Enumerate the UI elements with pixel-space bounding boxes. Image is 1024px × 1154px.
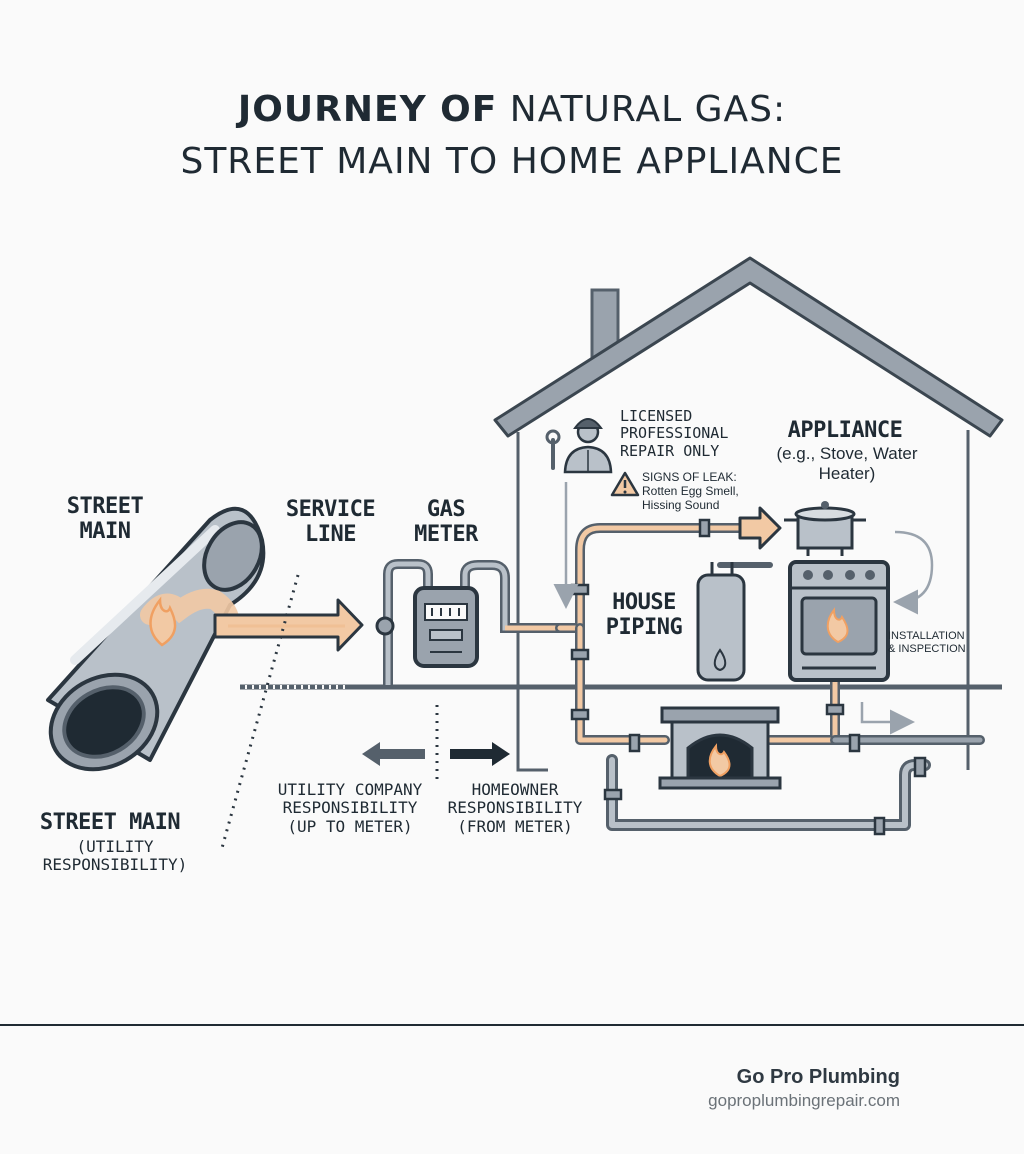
- leak-heading-label: SIGNS OF LEAK:: [642, 470, 737, 484]
- title-rest: NATURAL GAS:: [497, 89, 787, 130]
- service-line-label: SERVICE LINE: [285, 497, 376, 548]
- footer: Go Pro Plumbing goproplumbingrepair.com: [708, 1066, 900, 1111]
- street-main-note-label: (UTILITY RESPONSIBILITY): [42, 837, 188, 875]
- utility-responsibility-label: UTILITY COMPANY RESPONSIBILITY (UP TO ME…: [277, 780, 423, 836]
- water-heater-icon: [696, 562, 746, 682]
- title-line-2: STREET MAIN TO HOME APPLIANCE: [180, 141, 844, 182]
- gas-journey-diagram: [46, 256, 1004, 849]
- wrench-icon: [545, 429, 561, 470]
- street-main-pipe: [46, 506, 345, 772]
- warning-icon: [610, 471, 640, 497]
- licensed-repair-label: LICENSED PROFESSIONAL REPAIR ONLY: [620, 407, 729, 460]
- appliance-label: APPLIANCE: [787, 418, 903, 443]
- footer-divider: [0, 1024, 1024, 1026]
- street-main-bottom-label: STREET MAIN: [39, 810, 181, 835]
- house-piping-label: HOUSE PIPING: [605, 590, 683, 641]
- install-arrow: [893, 530, 934, 615]
- flame-icon: [149, 596, 177, 647]
- technician-icon: [563, 418, 613, 474]
- appliance-examples-label: (e.g., Stove, Water Heater): [776, 444, 918, 483]
- fireplace-icon: [658, 706, 782, 790]
- page-title: JOURNEY OF NATURAL GAS: STREET MAIN TO H…: [0, 84, 1024, 188]
- homeowner-responsibility-label: HOMEOWNER RESPONSIBILITY (FROM METER): [447, 780, 583, 836]
- title-line-1: JOURNEY OF NATURAL GAS:: [0, 84, 1024, 136]
- gas-meter-label: GAS METER: [414, 497, 478, 548]
- pot-icon: [784, 501, 866, 556]
- house-outline: [493, 256, 1004, 772]
- brand-url: goproplumbingrepair.com: [708, 1091, 900, 1110]
- leak-signs-label: Rotten Egg Smell, Hissing Sound: [642, 484, 739, 513]
- fireplace-arrow: [860, 702, 915, 735]
- stove-icon: [788, 560, 890, 682]
- pipe-fittings: [570, 518, 927, 836]
- homeowner-responsibility-arrow: [450, 742, 510, 766]
- utility-responsibility-arrow: [362, 742, 425, 766]
- brand-name: Go Pro Plumbing: [736, 1066, 900, 1088]
- installation-label: INSTALLATION & INSPECTION: [888, 630, 966, 656]
- street-main-label: STREET MAIN: [66, 494, 144, 545]
- title-bold: JOURNEY OF: [237, 89, 498, 130]
- gas-meter-icon: [375, 559, 560, 685]
- service-line-arrow: [213, 598, 364, 652]
